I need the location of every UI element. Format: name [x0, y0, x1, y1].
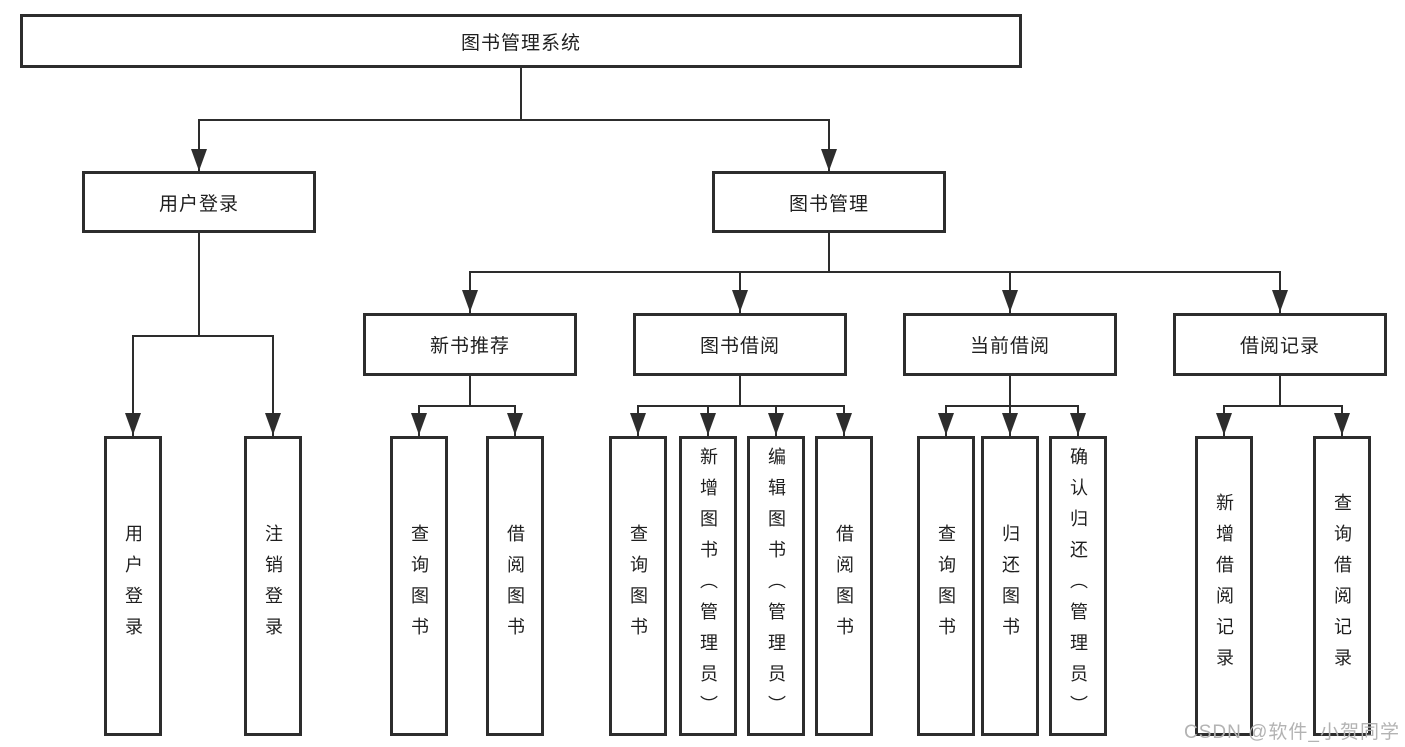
- leaf-confirm-return-admin-label: 确认归还（管理员）: [1068, 446, 1088, 726]
- leaf-user-login-label: 用户登录: [123, 524, 143, 648]
- leaf-query-borrow-record-label: 查询借阅记录: [1332, 493, 1352, 679]
- leaf-add-books-admin-label: 新增图书（管理员）: [698, 446, 718, 726]
- leaf-borrow-books-recommend-label: 借阅图书: [505, 524, 525, 648]
- node-book-borrowing: 图书借阅: [633, 313, 847, 376]
- connector-new-book-children: [411, 375, 523, 436]
- node-book-management: 图书管理: [712, 171, 946, 233]
- connector-borrow-records-children: [1216, 375, 1350, 436]
- leaf-borrow-books-label: 借阅图书: [834, 524, 854, 648]
- leaf-borrow-books-recommend: 借阅图书: [486, 436, 544, 736]
- csdn-watermark: CSDN @软件_小贺同学: [1184, 722, 1400, 743]
- connector-user-login-children: [125, 232, 281, 436]
- leaf-add-borrow-record: 新增借阅记录: [1195, 436, 1253, 736]
- leaf-logout-label: 注销登录: [263, 524, 283, 648]
- leaf-borrow-books: 借阅图书: [815, 436, 873, 736]
- node-new-book-recommendation: 新书推荐: [363, 313, 577, 376]
- leaf-return-books-label: 归还图书: [1000, 524, 1020, 648]
- leaf-query-books-borrow-label: 查询图书: [628, 524, 648, 648]
- node-user-login: 用户登录: [82, 171, 316, 233]
- leaf-query-books-recommend: 查询图书: [390, 436, 448, 736]
- leaf-query-books-current: 查询图书: [917, 436, 975, 736]
- leaf-confirm-return-admin: 确认归还（管理员）: [1049, 436, 1107, 736]
- leaf-add-borrow-record-label: 新增借阅记录: [1214, 493, 1234, 679]
- connector-book-management-children: [462, 232, 1288, 313]
- leaf-query-borrow-record: 查询借阅记录: [1313, 436, 1371, 736]
- leaf-query-books-borrow: 查询图书: [609, 436, 667, 736]
- leaf-edit-books-admin-label: 编辑图书（管理员）: [766, 446, 786, 726]
- connector-book-borrow-children: [630, 375, 852, 436]
- connector-root-to-level2: [191, 67, 837, 172]
- node-current-borrowing: 当前借阅: [903, 313, 1117, 376]
- leaf-logout: 注销登录: [244, 436, 302, 736]
- node-library-management-system: 图书管理系统: [20, 14, 1022, 68]
- node-borrowing-records: 借阅记录: [1173, 313, 1387, 376]
- leaf-return-books: 归还图书: [981, 436, 1039, 736]
- leaf-add-books-admin: 新增图书（管理员）: [679, 436, 737, 736]
- leaf-query-books-recommend-label: 查询图书: [409, 524, 429, 648]
- leaf-user-login: 用户登录: [104, 436, 162, 736]
- leaf-query-books-current-label: 查询图书: [936, 524, 956, 648]
- connector-current-borrow-children: [938, 375, 1086, 436]
- leaf-edit-books-admin: 编辑图书（管理员）: [747, 436, 805, 736]
